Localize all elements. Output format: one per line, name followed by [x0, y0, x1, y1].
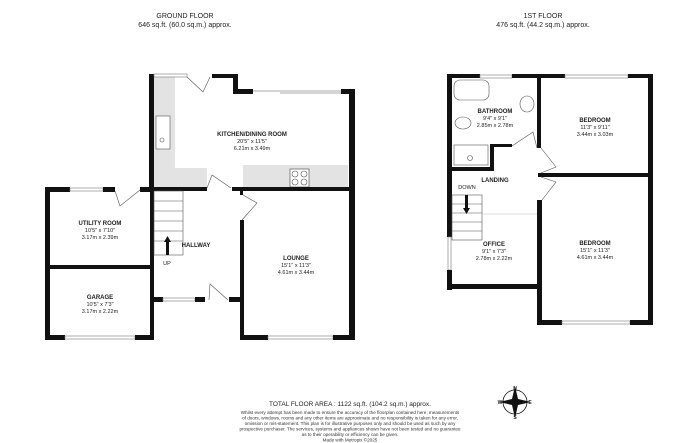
room-name: KITCHEN/DINING ROOM [217, 132, 287, 138]
arrow-up-icon [164, 236, 171, 255]
compass-east: E [528, 400, 532, 406]
disclaimer-line: omission or mis-statement. This plan is … [245, 421, 457, 426]
room-name: BATHROOM [478, 109, 513, 115]
room-dims-metric: 6.21m x 3.49m [234, 146, 271, 152]
disclaimer-line: as to their operability or efficiency ca… [302, 432, 399, 437]
room-name: LOUNGE [283, 256, 309, 262]
ground-floor-title: GROUND FLOOR [156, 13, 213, 20]
first-floor-plan: DOWN LANDING BATHROOM 9'4" x 9'1" 2.85m … [447, 74, 653, 325]
total-floor-area: TOTAL FLOOR AREA : 1122 sq.ft. (104.2 sq… [269, 401, 431, 408]
stairs-icon [451, 194, 537, 241]
first-floor-title: 1ST FLOOR [524, 13, 563, 20]
room-name: BEDROOM [579, 241, 610, 247]
stairs-up-label: UP [163, 261, 171, 267]
room-dims-metric: 2.85m x 2.78m [477, 123, 514, 129]
compass-icon: N S E W [498, 386, 532, 421]
room-dims-imperial: 10'5" x 7'10" [85, 228, 115, 234]
credit: Made with Metropix ©2025 [323, 437, 378, 443]
arrow-down-icon [463, 195, 470, 214]
room-name: OFFICE [483, 242, 505, 248]
compass-west: W [498, 400, 503, 406]
room-dims-metric: 4.61m x 3.44m [278, 270, 315, 276]
room-dims-imperial: 15'1" x 11'3" [580, 248, 610, 254]
room-name: GARAGE [87, 295, 113, 301]
first-floor-area: 476 sq.ft. (44.2 sq.m.) approx. [496, 22, 589, 29]
disclaimer-line: prospective purchaser. The services, sys… [239, 427, 461, 432]
stairs-down-label: DOWN [458, 185, 475, 191]
room-dims-metric: 3.17m x 2.39m [82, 235, 119, 241]
disclaimer-line: of doors, windows, rooms and any other i… [242, 416, 458, 421]
compass-north: N [513, 386, 517, 392]
toilet-icon [454, 116, 472, 130]
basin-icon [519, 95, 535, 113]
room-dims-metric: 4.61m x 3.44m [577, 255, 614, 261]
room-dims-imperial: 9'1" x 7'3" [482, 249, 506, 255]
room-dims-metric: 3.44m x 3.03m [577, 132, 614, 138]
bath-icon [453, 79, 490, 101]
ground-floor-area: 646 sq.ft. (60.0 sq.m.) approx. [138, 22, 231, 29]
room-dims-imperial: 20'5" x 11'5" [237, 139, 267, 145]
room-dims-imperial: 15'1" x 11'3" [281, 263, 311, 269]
room-name: UTILITY ROOM [79, 221, 122, 227]
ground-floor-plan: UP HALLWAY KITCHEN/DINING ROOM 20'5" x 1… [45, 73, 355, 340]
room-dims-imperial: 10'5" x 7'3" [86, 302, 113, 308]
room-dims-metric: 2.78m x 2.22m [476, 256, 513, 262]
room-dims-imperial: 9'4" x 9'1" [483, 116, 507, 122]
disclaimer-line: Whilst every attempt has been made to en… [241, 410, 460, 415]
room-name: BEDROOM [579, 118, 610, 124]
kitchen-counter [154, 168, 207, 188]
compass-south: S [513, 415, 517, 421]
sink-icon [155, 115, 171, 150]
room-dims-metric: 3.17m x 2.22m [82, 309, 119, 315]
shower-icon [453, 144, 489, 166]
landing-label: LANDING [481, 178, 509, 184]
hallway-label: HALLWAY [182, 243, 211, 249]
room-dims-imperial: 11'3" x 9'11" [580, 125, 609, 131]
